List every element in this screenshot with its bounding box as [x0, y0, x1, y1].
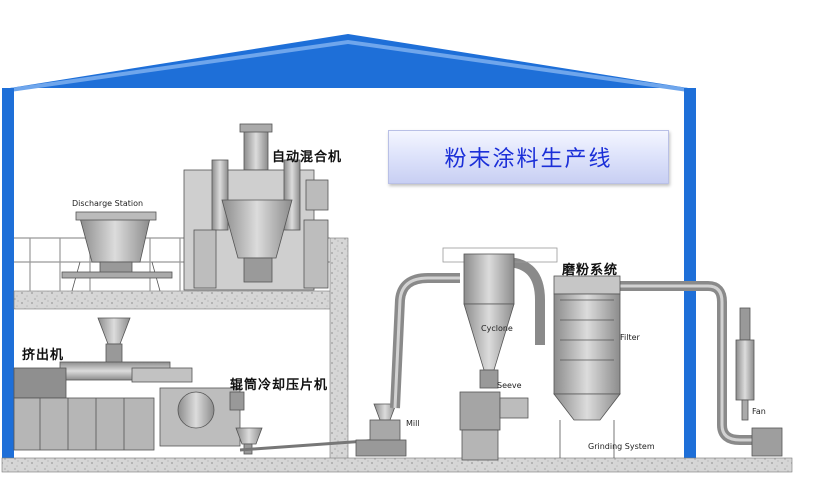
auto-mixer [183, 123, 329, 291]
mill [355, 403, 407, 457]
auto-mixer-label: 自动混合机 [272, 150, 343, 165]
title-banner: 粉末涂料生产线 [388, 130, 669, 184]
seeve [459, 391, 529, 461]
ground-floor [1, 457, 793, 473]
cooling-roller-label: 辊筒冷却压片机 [230, 378, 329, 393]
discharge-station [61, 211, 173, 292]
cyclone-label: Cyclone [481, 324, 513, 333]
page-title: 粉末涂料生产线 [444, 147, 613, 172]
filter [553, 275, 621, 458]
cyclone [442, 247, 558, 389]
support-pillar [329, 237, 349, 461]
mill-label: Mill [406, 419, 420, 428]
discharge-station-label: Discharge Station [72, 199, 144, 208]
upper-floor [13, 290, 347, 310]
grinding-system-en-label: Grinding System [588, 442, 655, 451]
right-wall [684, 88, 696, 468]
extruder [13, 317, 193, 451]
fan [735, 307, 783, 457]
grinding-system-label: 磨粉系统 [562, 263, 619, 278]
left-wall [2, 88, 14, 468]
extruder-label: 挤出机 [22, 348, 65, 363]
cooling-roller [159, 387, 381, 455]
seeve-label: Seeve [497, 381, 522, 390]
roof [10, 34, 688, 88]
fan-label: Fan [752, 407, 766, 416]
filter-label: Filter [620, 333, 640, 342]
